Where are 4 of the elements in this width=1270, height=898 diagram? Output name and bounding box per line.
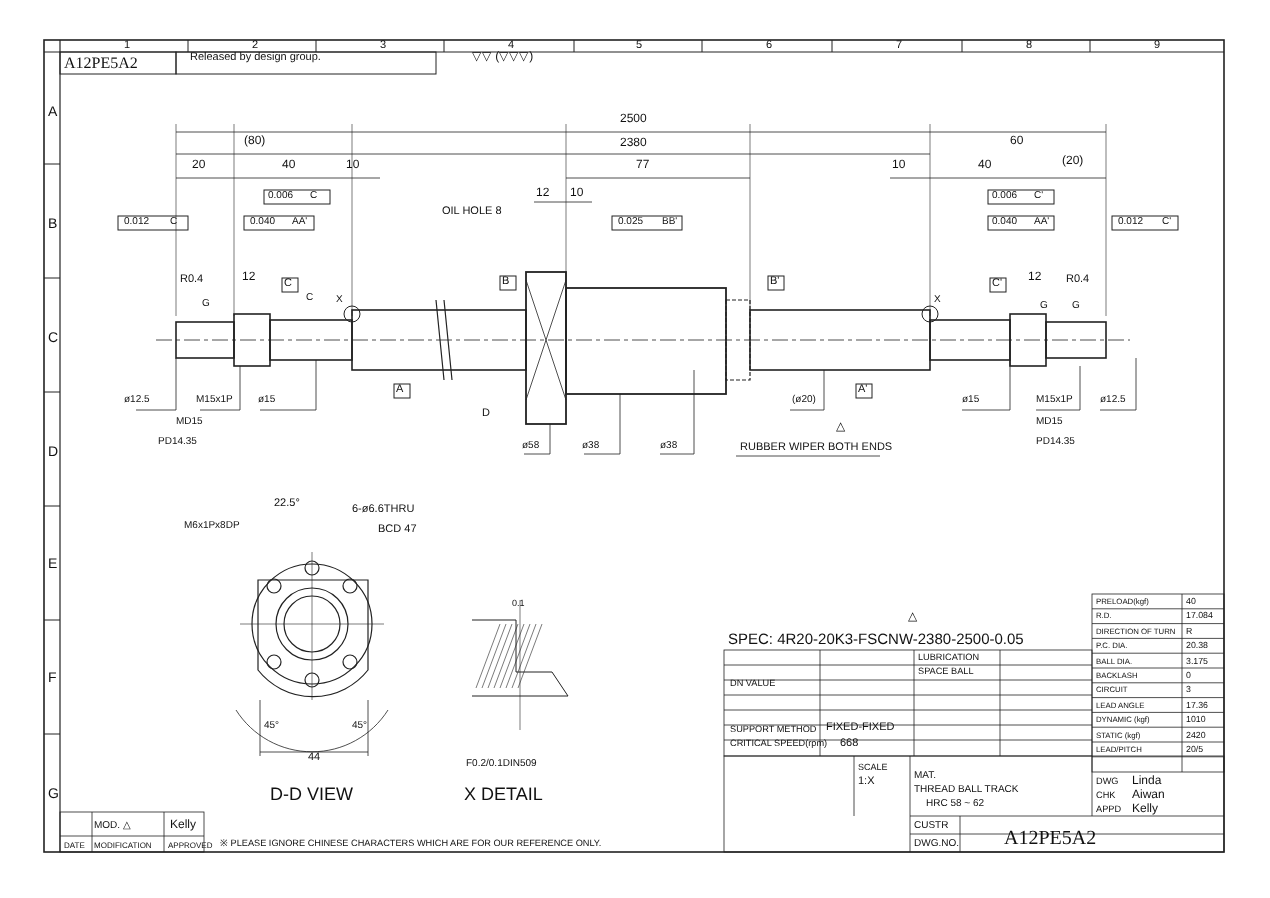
drawing-number: A12PE5A2 <box>64 55 138 71</box>
view-title: D-D VIEW <box>270 786 353 804</box>
drawing-number: A12PE5A2 <box>1004 830 1097 850</box>
view-title: X DETAIL <box>464 786 543 804</box>
